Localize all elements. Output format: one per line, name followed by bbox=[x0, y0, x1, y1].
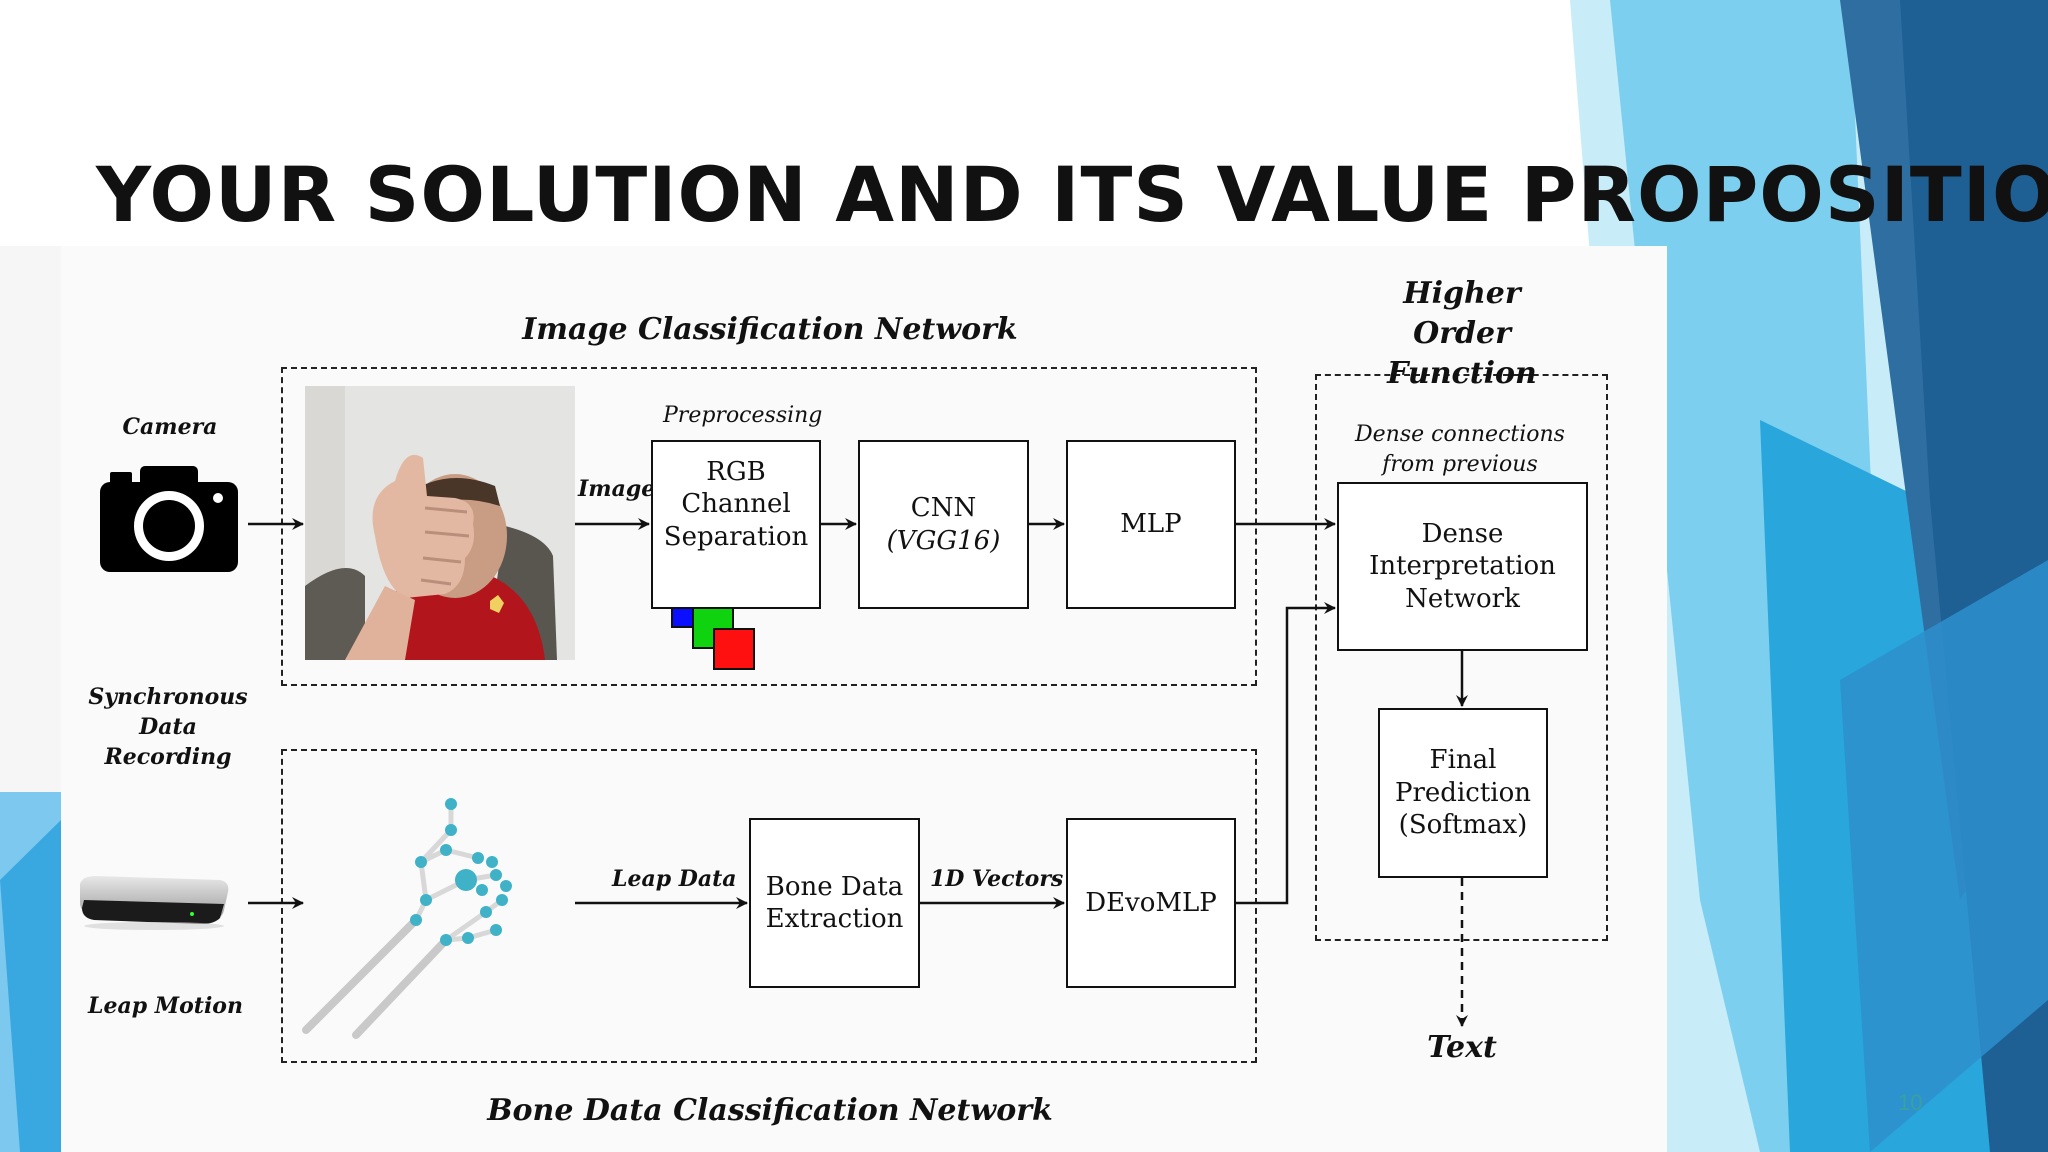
camera-icon bbox=[100, 466, 238, 572]
mlp-box: MLP bbox=[1066, 440, 1236, 609]
sync-recording-label: Synchronous Data Recording bbox=[88, 684, 248, 770]
bone-extraction-label: Bone Data Extraction bbox=[765, 871, 904, 935]
hand-skeleton-icon bbox=[302, 798, 512, 1039]
vectors-label: 1D Vectors bbox=[930, 866, 1064, 892]
bone-extraction-box: Bone Data Extraction bbox=[749, 818, 920, 988]
devomlp-box: DEvoMLP bbox=[1066, 818, 1236, 988]
final-prediction-label: Final Prediction (Softmax) bbox=[1395, 745, 1531, 841]
hand-photo bbox=[305, 386, 575, 660]
bg-shape-overlay bbox=[1840, 560, 2048, 1152]
devomlp-label: DEvoMLP bbox=[1085, 887, 1217, 918]
final-prediction-box: Final Prediction (Softmax) bbox=[1378, 708, 1548, 878]
dense-interpretation-label: Dense Interpretation Network bbox=[1369, 518, 1556, 614]
bg-left-panel bbox=[0, 246, 61, 792]
rgb-separation-label: RGB Channel Separation bbox=[663, 456, 809, 552]
cnn-label: CNN bbox=[910, 493, 977, 523]
image-network-label: Image Classification Network bbox=[522, 312, 1018, 347]
cnn-sublabel: (VGG16) bbox=[886, 525, 1001, 556]
camera-label: Camera bbox=[122, 414, 218, 440]
text-output-label: Text bbox=[1427, 1030, 1497, 1065]
cnn-box: CNN (VGG16) bbox=[858, 440, 1029, 609]
bone-network-container bbox=[281, 749, 1257, 1063]
rgb-separation-box: RGB Channel Separation bbox=[651, 440, 821, 609]
leap-motion-label: Leap Motion bbox=[88, 993, 243, 1019]
bg-shape-left-dark bbox=[0, 820, 61, 1152]
higher-order-label: Higher Order Function bbox=[1387, 276, 1537, 391]
image-network-container bbox=[281, 367, 1257, 686]
page-number: 10 bbox=[1898, 1090, 1923, 1115]
image-arrow-label: Image bbox=[578, 476, 656, 502]
slide-title: YOUR SOLUTION AND ITS VALUE PROPOSITION bbox=[96, 150, 2048, 239]
leap-data-label: Leap Data bbox=[612, 866, 737, 892]
preprocessing-label: Preprocessing bbox=[663, 403, 823, 428]
dense-interpretation-box: Dense Interpretation Network bbox=[1337, 482, 1588, 651]
mlp-label: MLP bbox=[1120, 509, 1182, 540]
bone-network-label: Bone Data Classification Network bbox=[487, 1093, 1053, 1128]
leap-motion-device-icon bbox=[80, 876, 229, 930]
